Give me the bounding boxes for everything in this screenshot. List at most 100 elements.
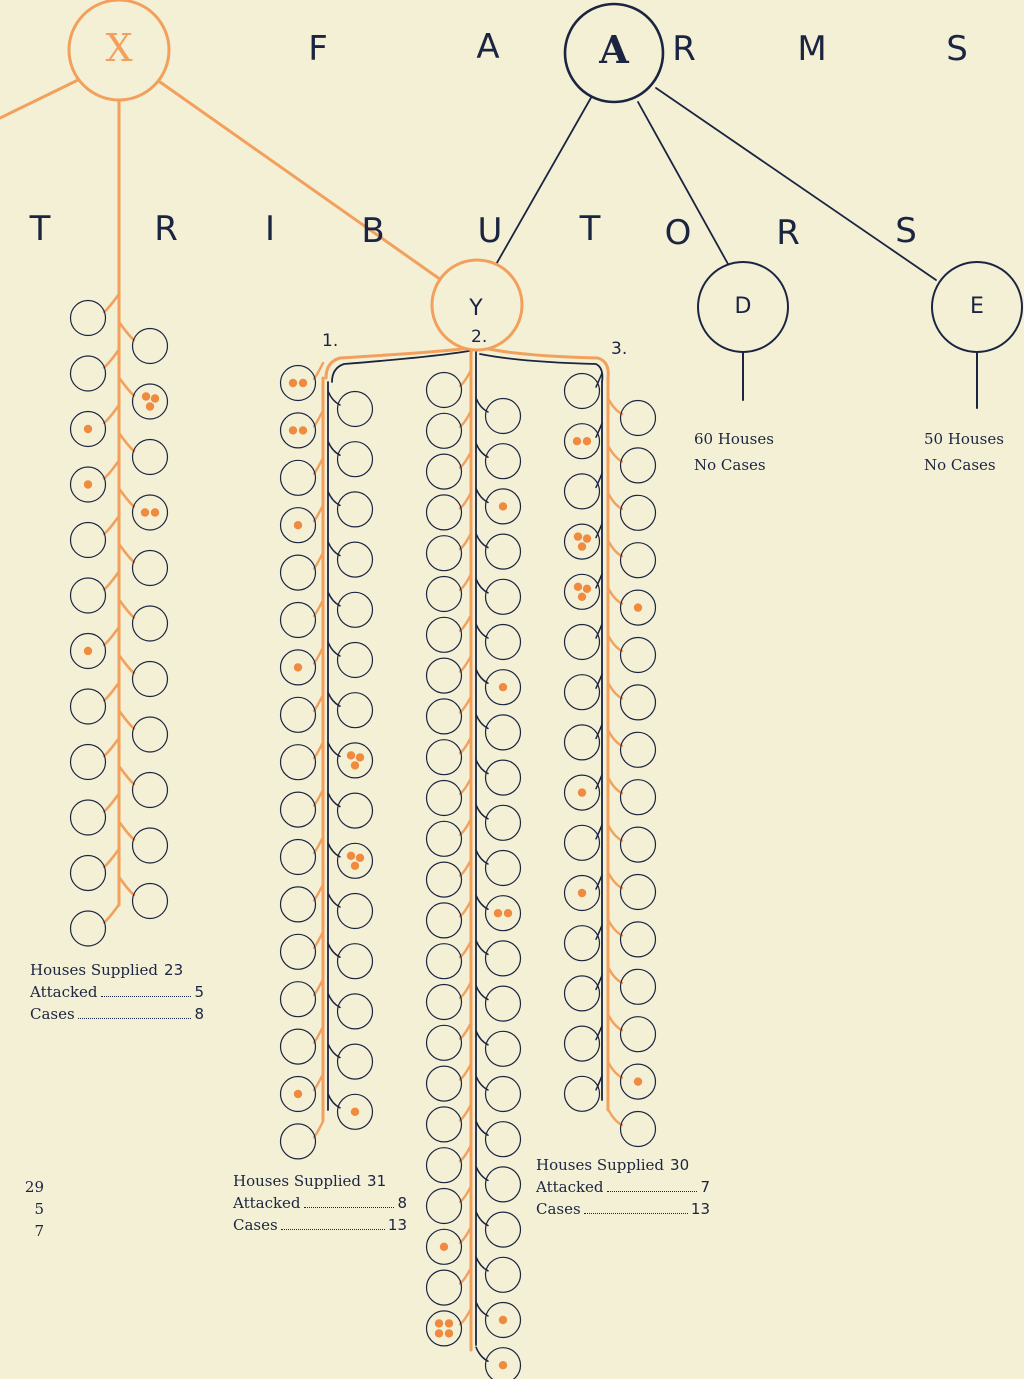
heading-tributors-letter-3: I bbox=[264, 209, 276, 249]
node-a-circle bbox=[563, 2, 665, 104]
y3-feed bbox=[606, 1013, 624, 1032]
house-y2-left bbox=[425, 861, 463, 898]
house-y3-right bbox=[619, 1110, 657, 1148]
stat-attacked-label: Attacked bbox=[233, 1194, 301, 1212]
house-y1-left bbox=[279, 1123, 317, 1160]
y2-feed bbox=[458, 858, 473, 877]
stat-cases-label: Cases bbox=[30, 1005, 75, 1023]
case-dot bbox=[577, 888, 587, 898]
house-x-right bbox=[131, 327, 169, 365]
x-feed bbox=[102, 403, 121, 425]
y3-feed bbox=[606, 444, 624, 463]
house-x-right bbox=[131, 438, 169, 476]
house-y3-right bbox=[619, 636, 657, 674]
case-dot bbox=[150, 508, 160, 517]
y3-feed bbox=[606, 1107, 624, 1127]
y2-feed bbox=[458, 1266, 473, 1285]
y3-feed bbox=[606, 728, 624, 747]
y2-feed bbox=[458, 817, 473, 836]
house-y3-right bbox=[619, 542, 657, 579]
house-y3-left bbox=[563, 874, 601, 912]
house-x-right bbox=[131, 494, 169, 531]
house-x-right bbox=[131, 882, 169, 920]
branch-number-3: 3. bbox=[611, 339, 628, 359]
case-dot bbox=[83, 480, 93, 489]
y2-feed bbox=[458, 654, 473, 673]
y3-feed bbox=[595, 472, 603, 489]
y3-feed bbox=[595, 573, 603, 589]
case-dot bbox=[83, 646, 93, 656]
x-feed bbox=[117, 320, 136, 342]
case-dot bbox=[503, 909, 513, 918]
y3-feed bbox=[606, 823, 624, 842]
y3-feed bbox=[606, 1060, 624, 1079]
house-y3-left bbox=[563, 774, 601, 811]
y3-feed bbox=[606, 918, 624, 937]
y-bar-navy-left bbox=[331, 349, 475, 383]
stat-cases-value: 13 bbox=[387, 1216, 407, 1234]
house-y1-right bbox=[336, 943, 374, 980]
house-y2-right bbox=[484, 940, 522, 977]
stat-houses-label: Houses Supplied bbox=[536, 1156, 665, 1174]
house-y2-left bbox=[425, 1024, 463, 1061]
y3-feed bbox=[595, 623, 603, 639]
y3-feed bbox=[606, 681, 624, 700]
house-y2-left bbox=[425, 902, 463, 939]
case-dot bbox=[355, 753, 365, 762]
house-x-left bbox=[69, 577, 107, 614]
stat-houses-value: 31 bbox=[367, 1172, 387, 1190]
stat-attacked-value: 8 bbox=[397, 1194, 407, 1212]
farm-d-houses: 60 Houses bbox=[694, 430, 774, 448]
house-y2-right bbox=[484, 397, 522, 435]
house-y2-left bbox=[425, 1147, 463, 1184]
y2-feed bbox=[458, 572, 473, 592]
house-y2-left bbox=[425, 412, 463, 449]
case-dot bbox=[572, 437, 582, 446]
case-dot bbox=[582, 437, 592, 446]
house-y2-left bbox=[425, 1106, 463, 1143]
house-y2-right bbox=[484, 623, 522, 661]
house-y2-right bbox=[484, 669, 522, 706]
case-dot bbox=[577, 788, 587, 797]
house-y1-right bbox=[336, 491, 374, 528]
x-feed bbox=[102, 348, 121, 369]
case-dot bbox=[293, 663, 303, 672]
x-feed bbox=[117, 653, 136, 675]
y3-feed bbox=[595, 372, 603, 388]
x-feed bbox=[102, 292, 121, 314]
house-y3-left bbox=[563, 372, 601, 410]
house-y1-left bbox=[279, 1028, 317, 1065]
stat-partial-a: 29 bbox=[24, 1178, 44, 1196]
case-dot bbox=[150, 394, 160, 403]
house-y2-left bbox=[425, 983, 463, 1021]
house-x-left bbox=[69, 299, 107, 337]
y3-feed bbox=[595, 824, 603, 840]
house-y2-left bbox=[425, 1310, 463, 1347]
stat-partial-b: 5 bbox=[34, 1200, 44, 1218]
heading-tributors-letter-6: T bbox=[579, 209, 601, 249]
house-y2-right bbox=[484, 895, 522, 932]
case-dot bbox=[346, 851, 356, 860]
stat-partial-c: 7 bbox=[34, 1222, 44, 1240]
house-y3-right bbox=[619, 447, 657, 484]
node-d-label: D bbox=[734, 294, 752, 319]
case-dot bbox=[444, 1329, 454, 1338]
house-y2-right bbox=[484, 1301, 522, 1339]
y3-feed bbox=[595, 522, 603, 539]
case-dot bbox=[573, 532, 583, 541]
house-y2-right bbox=[484, 849, 522, 887]
case-dot bbox=[498, 683, 508, 692]
house-y2-left bbox=[425, 371, 463, 409]
house-y2-left bbox=[425, 453, 463, 490]
case-dot bbox=[444, 1319, 454, 1328]
y2-feed bbox=[458, 532, 473, 551]
house-y1-right bbox=[336, 1093, 374, 1130]
house-y3-left bbox=[563, 1075, 601, 1112]
house-x-right bbox=[131, 771, 169, 809]
y3-feed bbox=[606, 776, 624, 795]
case-dot bbox=[346, 751, 356, 760]
y2-feed bbox=[458, 776, 473, 796]
house-y3-right bbox=[619, 1063, 657, 1100]
house-y2-right bbox=[484, 488, 522, 525]
node-a-label: A bbox=[599, 27, 629, 72]
